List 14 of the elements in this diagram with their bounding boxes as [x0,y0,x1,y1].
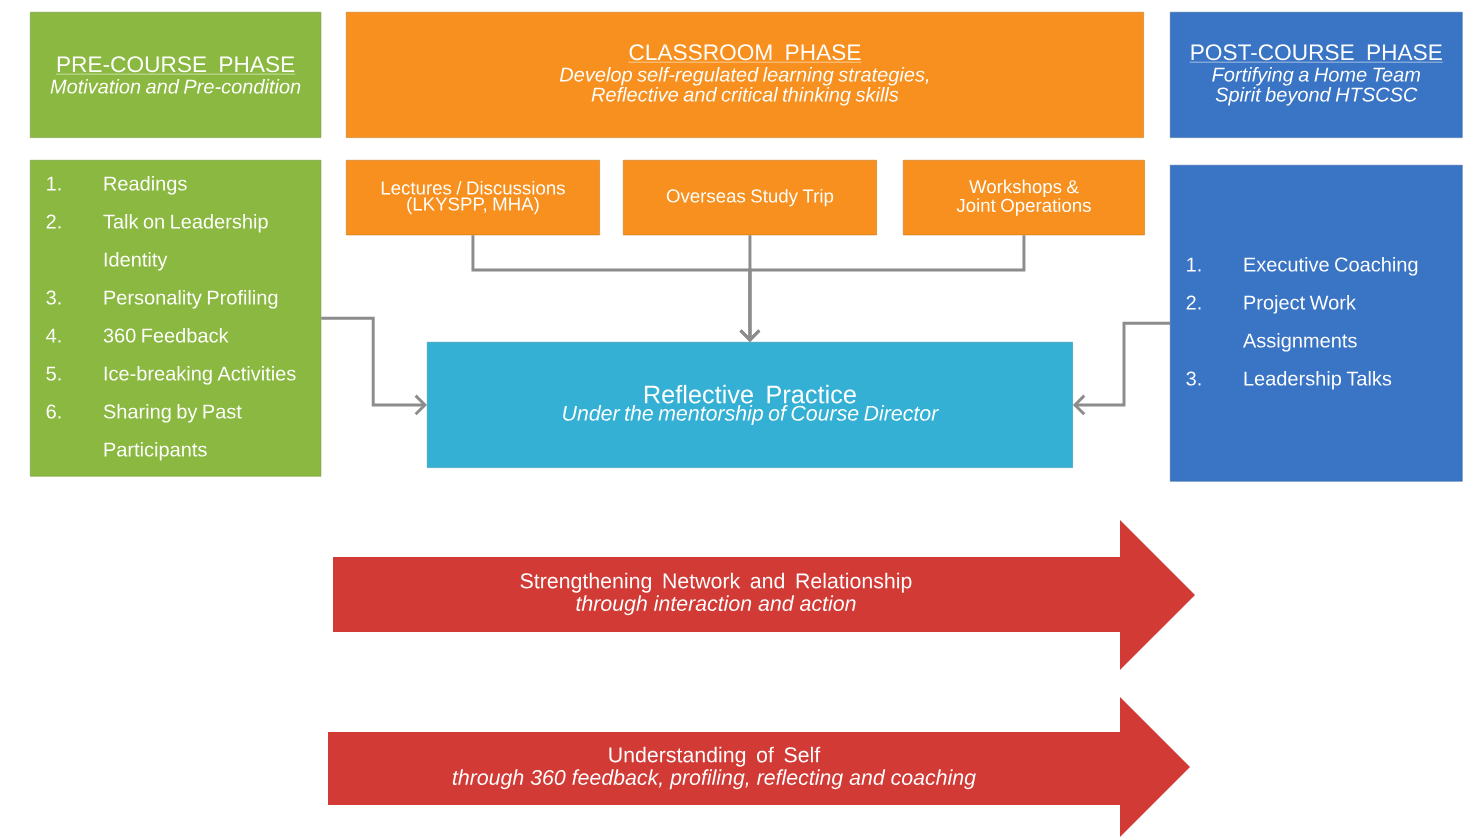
banner: Strengthening Network and Relationship through interaction and action [333,520,1195,670]
activity-list-box: 1. Readings 2. Talk on Leadership Identity 3. Personality Profiling 4. 360 Feedback 5. Ice-breaking Activities 6. Sharing by Past Participants [30,160,322,477]
connector-arrow [739,235,1026,342]
phase-header-box: CLASSROOM PHASE Develop self-regulated learning strategies, Reflective and critical thinking skills [346,12,1144,138]
banner: Understanding of Self through 360 feedback, profiling, reflecting and coaching [328,697,1190,837]
activity-list-box: 1. Executive Coaching 2. Project Work Assignments 3. Leadership Talks [1170,165,1463,482]
activity-box: Lectures / Discussions (LKYSPP, MHA) [346,160,600,236]
reflective-practice-box: Reflective Practice Under the mentorship of Course Director [427,342,1073,468]
connector-arrow [321,316,427,416]
phase-header-box: POST-COURSE PHASE Fortifying a Home Team Spirit beyond HTSCSC [1170,12,1463,138]
activity-box: Overseas Study Trip [623,160,877,236]
phase-header-box: PRE-COURSE PHASE Motivation and Pre-condition [30,12,322,138]
connector-arrow [1072,321,1170,416]
activity-box: Workshops & Joint Operations [903,160,1145,236]
